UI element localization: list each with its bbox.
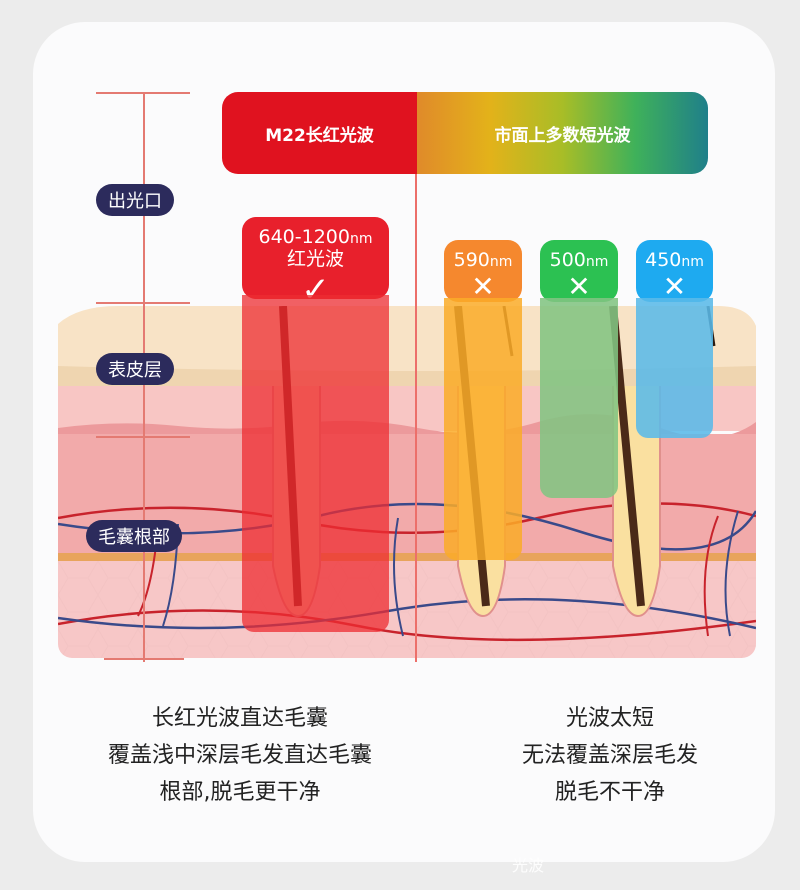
wavelength-unit: nm [585, 254, 609, 270]
filter-590-beam [444, 298, 522, 560]
wavelength-value: 450 [645, 249, 682, 271]
caption-short-wave: 光波太短 无法覆盖深层毛发 脱毛不干净 [460, 700, 760, 811]
wavelength-value: 640-1200 [258, 226, 350, 248]
ruler-tick [96, 436, 190, 438]
label-epidermis: 表皮层 [96, 353, 174, 385]
filter-500-beam [540, 298, 618, 498]
skin-layers-illustration [58, 306, 756, 658]
comparison-header: M22长红光波 市面上多数短光波 [222, 92, 708, 174]
wavelength-value: 590 [453, 249, 490, 271]
filter-red-beam [242, 295, 389, 632]
ruler-tick [96, 302, 190, 304]
wavelength-unit: nm [681, 254, 704, 270]
cross-icon: ✕ [662, 269, 687, 303]
filter-590-header: 590nm ✕ [444, 240, 522, 302]
label-light-outlet: 出光口 [96, 184, 174, 216]
label-follicle-root: 毛囊根部 [86, 520, 182, 552]
caption-line: 无法覆盖深层毛发 [521, 743, 698, 768]
filter-450-header: 450nm ✕ [636, 240, 713, 302]
footer-faint-text: 光波 [512, 856, 545, 875]
header-long-wave: M22长红光波 [222, 92, 417, 174]
caption-line: 脱毛不干净 [554, 780, 665, 805]
wavelength-value: 500 [549, 249, 586, 271]
caption-line: 长红光波直达毛囊 [151, 706, 328, 731]
caption-line: 根部,脱毛更干净 [159, 780, 321, 805]
caption-line: 覆盖浅中深层毛发直达毛囊 [107, 743, 372, 768]
ruler-tick [96, 92, 190, 94]
wavelength-unit: nm [349, 231, 373, 247]
wavelength-unit: nm [489, 254, 513, 270]
filter-name: 红光波 [286, 247, 344, 270]
filter-500-header: 500nm ✕ [540, 240, 618, 302]
caption-long-wave: 长红光波直达毛囊 覆盖浅中深层毛发直达毛囊 根部,脱毛更干净 [80, 700, 400, 811]
filter-450-beam [636, 298, 713, 438]
comparison-divider [415, 174, 417, 662]
header-short-wave: 市面上多数短光波 [417, 92, 708, 174]
cross-icon: ✕ [567, 269, 591, 303]
filter-red-header: 640-1200nm 红光波 ✓ [242, 217, 389, 307]
ruler-tick [104, 658, 184, 660]
cross-icon: ✕ [471, 269, 495, 303]
skin-cross-section [58, 306, 756, 658]
caption-line: 光波太短 [565, 706, 654, 731]
